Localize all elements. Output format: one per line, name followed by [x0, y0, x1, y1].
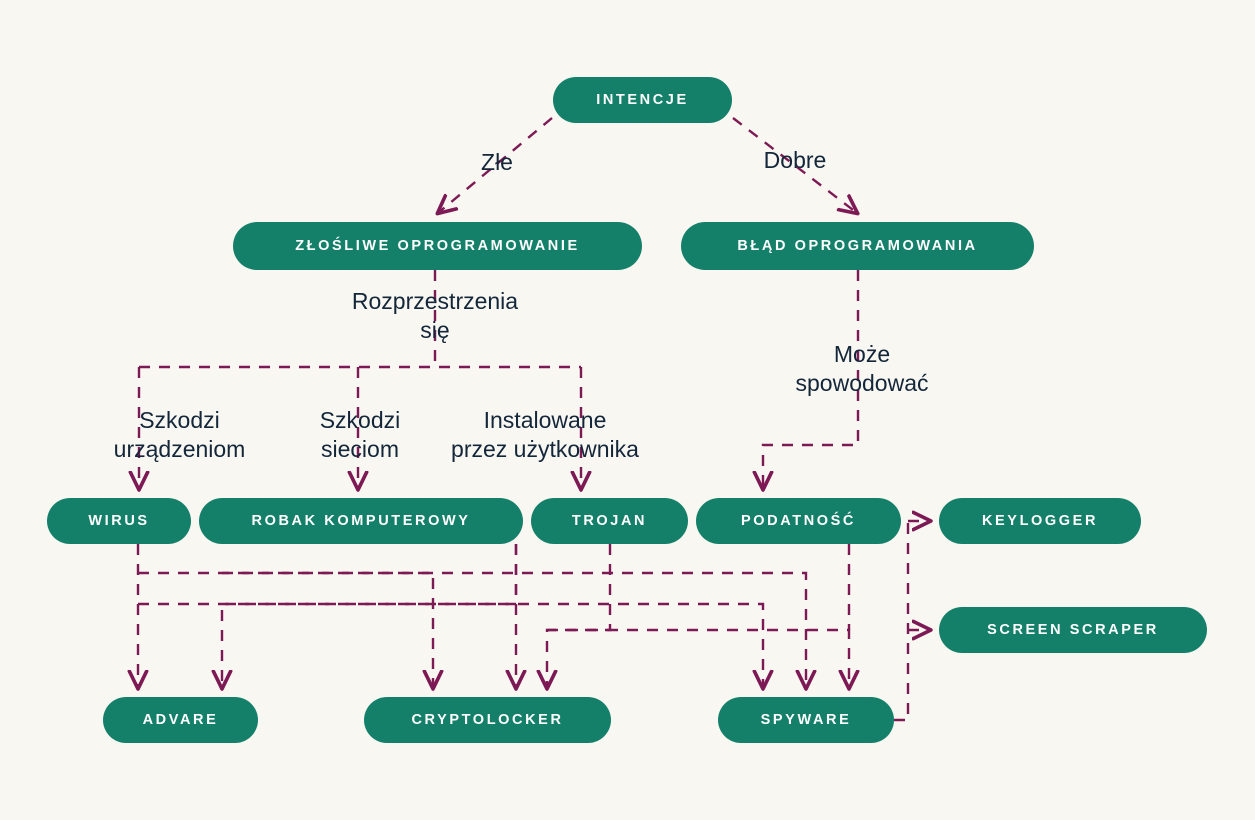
edge-intencje-to-bug [732, 117, 857, 213]
edge-bug-to-podatnosc [763, 270, 860, 489]
node-zlosliwe-oprogramowanie[interactable]: ZŁOŚLIWE OPROGRAMOWANIE [233, 222, 642, 270]
node-blad-oprogramowania[interactable]: BŁĄD OPROGRAMOWANIA [681, 222, 1034, 270]
node-podatnosc[interactable]: PODATNOŚĆ [696, 498, 901, 544]
node-keylogger[interactable]: KEYLOGGER [939, 498, 1141, 544]
node-robak-komputerowy[interactable]: ROBAK KOMPUTEROWY [199, 498, 523, 544]
edge-label-rozprzestrzenia-sie: Rozprzestrzenia się [351, 288, 519, 343]
node-cryptolocker[interactable]: CRYPTOLOCKER [364, 697, 611, 743]
edge-robak-to-spyware [222, 571, 806, 688]
node-intencje[interactable]: INTENCJE [553, 77, 732, 123]
edge-label-zle: Złe [481, 149, 513, 175]
node-screen-scraper[interactable]: SCREEN SCRAPER [939, 607, 1207, 653]
edge-trojan-to-spyware [547, 628, 849, 688]
edge-label-instalowane-przez-uzytkownika: Instalowane przez użytkownika [451, 407, 639, 462]
edge-intencje-to-malware [438, 117, 553, 213]
edge-trojan-to-crypto [547, 544, 612, 688]
edge-wirus-to-spyware [138, 602, 763, 688]
edge-spyware-riser [894, 521, 910, 722]
node-spyware[interactable]: SPYWARE [718, 697, 894, 743]
node-trojan[interactable]: TROJAN [531, 498, 688, 544]
edge-robak-to-advare [222, 544, 518, 688]
edge-label-szkodzi-sieciom: Szkodzi sieciom [319, 407, 401, 462]
edge-wirus-to-crypto [138, 571, 433, 688]
edge-label-moze-spowodowac: Może spowodować [795, 341, 929, 396]
node-wirus[interactable]: WIRUS [47, 498, 191, 544]
node-advare[interactable]: ADVARE [103, 697, 258, 743]
edge-label-szkodzi-urzadzeniom: Szkodzi urządzeniom [113, 407, 246, 462]
edge-label-dobre: Dobre [763, 147, 827, 173]
